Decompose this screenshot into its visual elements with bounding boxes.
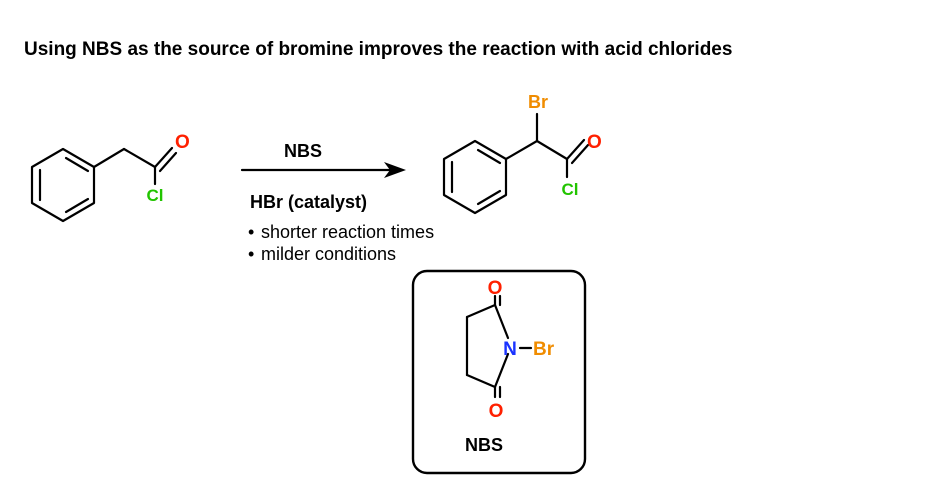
reagent-nbs-label: NBS xyxy=(284,141,322,161)
reagent-hbr-catalyst-label: HBr (catalyst) xyxy=(250,192,367,212)
carbonyl-double-bond xyxy=(565,138,590,165)
nitrogen-atom-label: N xyxy=(503,339,517,360)
bromine-atom-label: Br xyxy=(528,92,548,112)
chlorine-atom-label: Cl xyxy=(147,186,164,205)
bromine-atom-label: Br xyxy=(533,339,555,360)
product: Br O Cl xyxy=(442,92,602,215)
oxygen-atom-label: O xyxy=(488,278,503,299)
page-title: Using NBS as the source of bromine impro… xyxy=(24,39,732,60)
nbs-box-frame xyxy=(411,269,587,475)
chlorine-atom-label: Cl xyxy=(562,180,579,199)
carbonyl-double-bond xyxy=(153,146,178,173)
condition-note: milder conditions xyxy=(261,244,396,264)
ring-alpha-bond xyxy=(504,139,539,161)
top-carbonyl-double-bond xyxy=(493,294,502,307)
bullet-marker: • xyxy=(248,244,254,264)
ch2-bond xyxy=(92,147,126,169)
bullet-marker: • xyxy=(248,222,254,242)
reaction-arrow xyxy=(240,162,406,178)
oxygen-atom-label: O xyxy=(489,401,504,422)
bottom-carbonyl-double-bond xyxy=(493,385,502,399)
carbonyl-carbon-bond xyxy=(122,147,157,169)
nbs-structure-box: O O N Br NBS xyxy=(411,269,587,475)
condition-note: shorter reaction times xyxy=(261,222,434,242)
oxygen-atom-label: O xyxy=(175,132,190,153)
conditions-list: • shorter reaction times • milder condit… xyxy=(248,222,434,264)
starting-material: O Cl xyxy=(30,132,190,223)
arrow-head xyxy=(384,162,406,178)
benzene-ring xyxy=(442,139,508,215)
oxygen-atom-label: O xyxy=(587,132,602,153)
nbs-caption: NBS xyxy=(465,435,503,455)
benzene-ring xyxy=(30,147,96,223)
alpha-carbonyl-bond xyxy=(535,139,569,161)
succinimide-ring xyxy=(465,303,510,389)
